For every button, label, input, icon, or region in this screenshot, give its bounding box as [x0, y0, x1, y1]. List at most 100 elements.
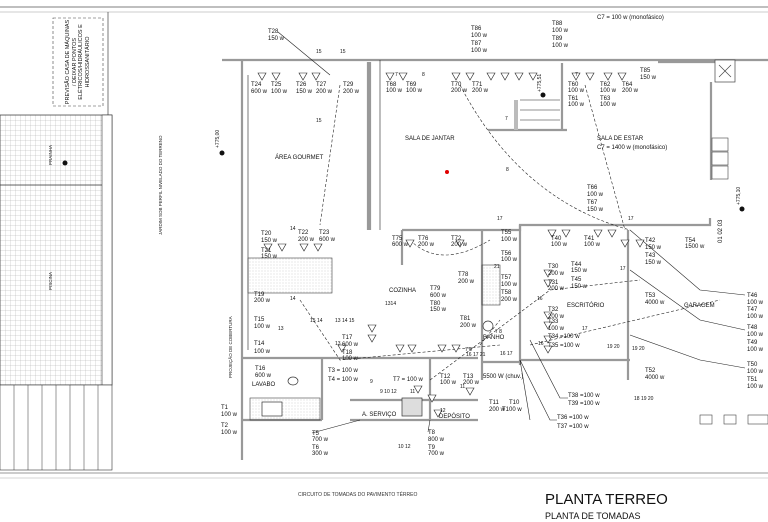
circuit-tag: 16 — [537, 296, 543, 302]
socket-label: 150 w — [645, 245, 662, 251]
socket-label: T32 — [548, 307, 559, 313]
socket-outlet-icon — [413, 385, 423, 394]
socket-label: T75 — [392, 236, 403, 242]
socket-label: 100 w — [584, 242, 601, 248]
socket-label: T21 — [261, 248, 272, 254]
level-775-10: +775,10 — [736, 187, 742, 205]
circuit-tag: 17 — [620, 266, 626, 272]
socket-label: T5 — [312, 431, 320, 437]
socket-label: 150 w — [645, 260, 662, 266]
socket-label: T26 — [296, 82, 307, 88]
socket-label: T46 — [747, 293, 758, 299]
gourmet-counter — [247, 257, 333, 294]
socket-label: T39 =100 w — [568, 401, 600, 407]
socket-label: T4 = 100 w — [328, 377, 359, 383]
socket-label: T2 — [221, 423, 229, 429]
socket-label: 800 w — [428, 437, 445, 443]
socket-outlet-icon — [451, 72, 461, 81]
circuit-tag: 7 — [395, 72, 398, 78]
note-prainha: PRAINHA — [48, 145, 53, 165]
socket-label: T35 =100 w — [548, 343, 580, 349]
circuit-tag: 11 — [410, 389, 415, 395]
socket-label: 100 w — [747, 347, 764, 353]
legend-box — [723, 414, 737, 425]
socket-label: 200 w — [472, 88, 489, 94]
socket-label: T53 — [645, 293, 656, 299]
socket-label: T69 — [406, 82, 417, 88]
socket-outlet-icon — [367, 324, 377, 333]
socket-label: T31 — [548, 280, 559, 286]
socket-label: T10 — [509, 400, 520, 406]
circuit-tag: 8 — [506, 167, 509, 173]
pool — [0, 114, 113, 471]
socket-label: T89 — [552, 36, 563, 42]
socket-outlet-icon — [437, 344, 447, 353]
circuit-tag: 19 20 — [607, 344, 620, 350]
bath-counter — [249, 397, 321, 421]
socket-label: T61 — [568, 96, 579, 102]
socket-label: T85 — [640, 68, 651, 74]
socket-outlet-icon — [620, 239, 630, 248]
socket-outlet-icon — [257, 72, 267, 81]
socket-label: T22 — [298, 230, 309, 236]
socket-outlet-icon — [543, 321, 553, 330]
socket-label: T16 — [255, 366, 266, 372]
socket-label: 100 w — [342, 356, 359, 362]
socket-label: T56 — [501, 251, 512, 257]
socket-outlet-icon — [543, 345, 553, 354]
socket-label: T48 — [747, 325, 758, 331]
socket-outlet-icon — [617, 72, 627, 81]
socket-label: T79 — [430, 286, 441, 292]
socket-label: 200 w — [460, 323, 477, 329]
circuit-tag: 9 — [370, 379, 373, 385]
socket-label: T38 =100 w — [568, 393, 600, 399]
socket-label: 100 w — [221, 412, 238, 418]
socket-label: T37 =100 w — [557, 424, 589, 430]
socket-outlet-icon — [263, 243, 273, 252]
socket-outlet-icon — [561, 229, 571, 238]
socket-outlet-icon — [407, 344, 417, 353]
socket-label: 150 w — [296, 89, 313, 95]
socket-label: 200 w — [316, 89, 333, 95]
circuit-tag: 7 8 — [465, 347, 472, 353]
socket-label: T43 — [645, 253, 656, 259]
socket-label: 200 w — [451, 242, 468, 248]
socket-label: T33 — [548, 319, 559, 325]
circuit-tag: 11 — [460, 384, 465, 390]
socket-label: T52 — [645, 368, 656, 374]
socket-label: 150 w — [261, 254, 278, 260]
socket-label: 200 w — [298, 237, 315, 243]
socket-label: 100 w — [501, 257, 518, 263]
socket-label: 200 w — [489, 407, 506, 413]
socket-label: 200 w — [501, 297, 518, 303]
socket-label: T41 — [584, 236, 595, 242]
socket-label: T3 = 100 w — [328, 368, 359, 374]
socket-label: 100 w — [747, 384, 764, 390]
socket-label: T81 — [460, 316, 471, 322]
socket-label: T49 — [747, 340, 758, 346]
socket-label: T42 — [645, 238, 656, 244]
socket-outlet-icon — [405, 239, 415, 248]
socket-label: T58 — [501, 290, 512, 296]
socket-label: 100 w — [501, 282, 518, 288]
socket-label: 200 w — [622, 88, 639, 94]
socket-outlet-icon — [486, 72, 496, 81]
socket-label: 100 w — [254, 349, 271, 355]
socket-label: 150 w — [571, 268, 588, 274]
socket-label: T25 — [271, 82, 282, 88]
walls — [222, 58, 768, 460]
socket-label: 700 w — [428, 451, 445, 457]
room-garagem: GARAGEM — [684, 303, 715, 309]
circuit-tag: 13 14 15 — [335, 318, 355, 324]
socket-label: T7 = 100 w — [393, 377, 424, 383]
socket-outlet-icon — [455, 239, 465, 248]
socket-label: T20 — [261, 231, 272, 237]
socket-label: T1 — [221, 405, 229, 411]
socket-label: T40 — [551, 236, 562, 242]
socket-label: T36 =100 w — [557, 415, 589, 421]
socket-label: T11 — [489, 400, 500, 406]
circuit-tag: 15 — [316, 118, 322, 124]
room-cozinha: COZINHA — [389, 288, 416, 294]
circuit-tag: 10 12 — [398, 444, 411, 450]
